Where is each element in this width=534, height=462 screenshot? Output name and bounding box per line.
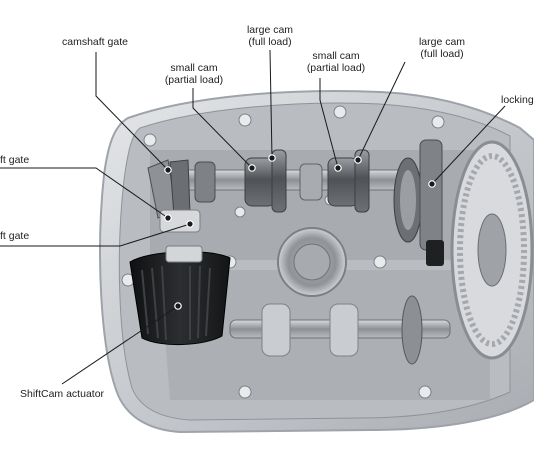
label-small-cam-right: small cam (partial load) [300, 50, 372, 74]
label-large-cam-right-line1: large cam [418, 36, 466, 48]
label-large-cam-left: large cam (full load) [240, 24, 300, 48]
leader-locking [431, 105, 506, 185]
label-ft-gate-lower: ft gate [0, 230, 30, 242]
leader-large-cam-right [357, 61, 406, 161]
lower-camshaft [229, 295, 451, 365]
label-large-cam-left-line2: (full load) [248, 36, 292, 48]
cam-drive-gear [450, 140, 534, 360]
label-large-cam-right: large cam (full load) [412, 36, 472, 60]
leader-large-cam-left [269, 49, 273, 159]
label-large-cam-right-line2: (full load) [420, 48, 464, 60]
label-small-cam-right-line1: small cam [312, 50, 360, 62]
leader-actuator [61, 305, 179, 385]
label-small-cam-left-line1: small cam [170, 62, 218, 74]
label-small-cam-left-line2: (partial load) [164, 74, 224, 86]
shiftcam-actuator [129, 245, 231, 345]
callout-leaders [0, 49, 506, 385]
timing-sprocket [393, 139, 444, 266]
leader-small-cam-right [319, 78, 339, 169]
leader-ft-gate-lower [0, 223, 191, 247]
label-ft-gate-upper: ft gate [0, 154, 30, 166]
leader-small-cam-left [192, 88, 253, 169]
leader-camshaft-gate [95, 52, 169, 171]
leader-ft-gate-upper [0, 167, 169, 219]
spark-plug-bore [277, 227, 347, 297]
label-locking: locking [501, 94, 534, 106]
label-small-cam-right-line2: (partial load) [306, 62, 366, 74]
label-large-cam-left-line1: large cam [246, 24, 294, 36]
label-shiftcam-actuator: ShiftCam actuator [20, 388, 105, 400]
label-camshaft-gate: camshaft gate [62, 36, 128, 48]
label-small-cam-left: small cam (partial load) [160, 62, 228, 86]
